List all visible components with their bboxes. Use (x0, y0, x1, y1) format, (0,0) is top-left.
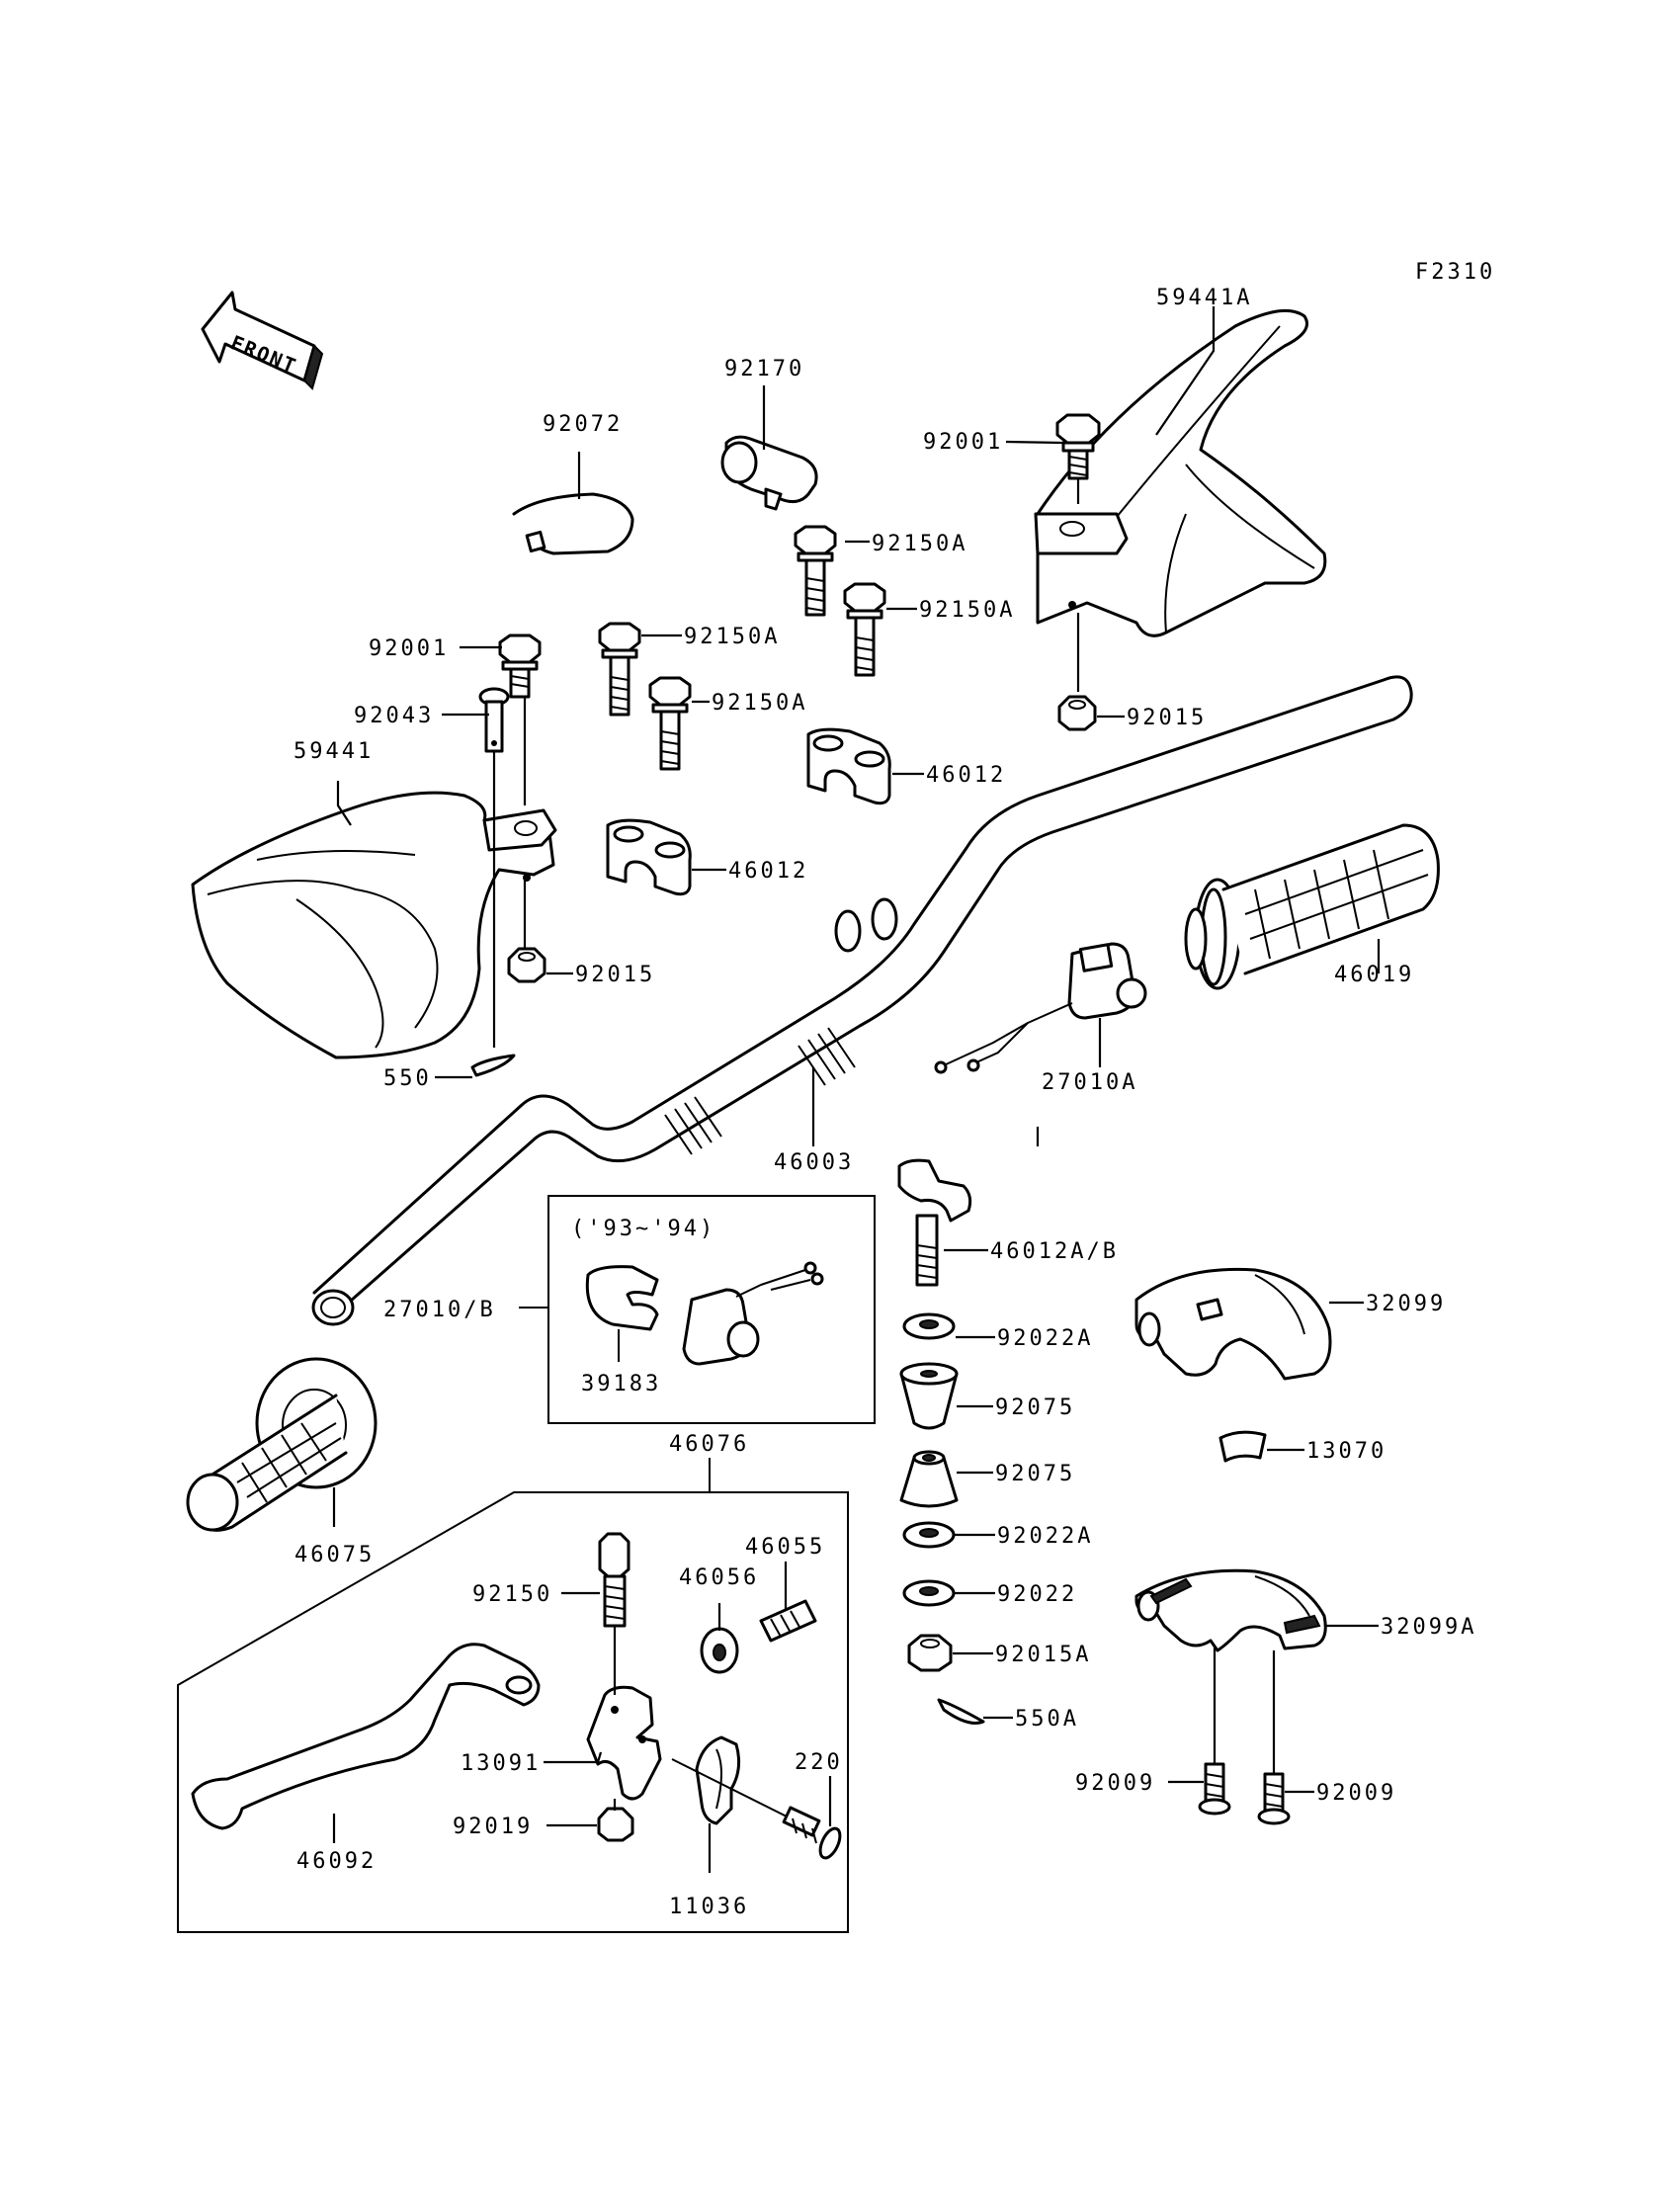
handlebar-46003 (311, 675, 1413, 1326)
bolt-92009-1 (1198, 1762, 1231, 1816)
nut-92015-top (1057, 695, 1097, 731)
bolt-92001-left (498, 634, 542, 699)
label-46075: 46075 (294, 1543, 375, 1567)
clamp-32099 (1134, 1267, 1332, 1381)
label-46076: 46076 (669, 1432, 749, 1457)
label-92001-top: 92001 (923, 430, 1003, 455)
grip-right-46019 (1184, 823, 1440, 990)
label-92170: 92170 (724, 357, 804, 381)
bolt-92150a-3 (598, 622, 641, 717)
label-92019: 92019 (453, 1815, 533, 1839)
bolt-92150a-1 (794, 525, 837, 617)
pin-92043 (478, 687, 510, 753)
label-550a: 550A (1015, 1707, 1079, 1732)
label-13070: 13070 (1306, 1439, 1386, 1464)
label-92001-left: 92001 (369, 636, 449, 661)
label-92015a: 92015A (995, 1643, 1091, 1667)
inset-label: ('93~'94) (571, 1217, 715, 1241)
washer-92022a-1 (902, 1312, 956, 1340)
lever-assembly-box-46076 (177, 1458, 849, 1933)
label-92043: 92043 (354, 704, 434, 728)
bolt-92150a-4 (648, 676, 692, 771)
label-92015-top: 92015 (1127, 706, 1207, 730)
label-46055: 46055 (745, 1535, 825, 1560)
part-labels: 59441A 92170 92072 92001 92150A 92150A 9… (294, 286, 1476, 1919)
label-11036: 11036 (669, 1895, 749, 1919)
label-46092: 46092 (296, 1849, 377, 1874)
label-46012ab: 46012A/B (990, 1239, 1119, 1264)
label-92075-2: 92075 (995, 1462, 1075, 1486)
nut-92015a (907, 1634, 953, 1672)
label-46012-upper: 46012 (926, 763, 1006, 788)
band-92072 (512, 492, 634, 555)
label-59441: 59441 (294, 739, 374, 764)
label-92009-2: 92009 (1316, 1781, 1396, 1806)
hand-guard-left-59441 (191, 791, 557, 1059)
holder-46012-lower (606, 818, 692, 896)
label-92015-left: 92015 (575, 963, 655, 987)
damper-92075-1 (899, 1362, 959, 1430)
label-32099a: 32099A (1381, 1615, 1476, 1640)
label-92150a-3: 92150A (684, 625, 780, 649)
bolt-92001-top (1055, 413, 1101, 480)
label-92150: 92150 (472, 1582, 552, 1607)
label-92022a-2: 92022A (997, 1524, 1093, 1549)
label-92075-1: 92075 (995, 1395, 1075, 1420)
leader-lines (332, 306, 1381, 1873)
clamp-32099a (1134, 1568, 1327, 1652)
label-92150a-4: 92150A (712, 691, 807, 716)
holder-46012ab (897, 1158, 972, 1287)
label-46056: 46056 (679, 1565, 759, 1590)
part-13070 (1218, 1430, 1267, 1463)
cotter-pin-550a (937, 1698, 985, 1725)
label-27010a: 27010A (1042, 1070, 1137, 1095)
label-92150a-2: 92150A (919, 598, 1015, 623)
washer-92022a-2 (902, 1521, 956, 1549)
label-32099: 32099 (1366, 1292, 1446, 1316)
bolt-92009-2 (1257, 1772, 1291, 1825)
damper-92075-2 (899, 1450, 959, 1508)
label-92009-1: 92009 (1075, 1771, 1155, 1796)
label-46003: 46003 (774, 1150, 854, 1175)
switch-27010a (934, 942, 1147, 1074)
holder-46012-upper (806, 727, 891, 805)
front-arrow-icon: FRONT (201, 291, 324, 390)
label-92072: 92072 (543, 412, 623, 437)
clamp-92170 (720, 435, 818, 511)
bolt-92150a-2 (843, 582, 886, 677)
inset-box-27010b: ('93~'94) (519, 1195, 876, 1424)
label-220: 220 (795, 1750, 843, 1775)
label-39183: 39183 (581, 1372, 661, 1396)
washer-92022 (902, 1579, 956, 1607)
label-46019: 46019 (1334, 963, 1414, 987)
label-27010b: 27010/B (383, 1298, 496, 1322)
label-92150a-1: 92150A (872, 532, 967, 556)
label-550: 550 (383, 1066, 432, 1091)
nut-92015-left (507, 947, 546, 983)
cotter-pin-550 (470, 1054, 516, 1077)
grip-left-46075 (186, 1357, 378, 1532)
label-59441a: 59441A (1156, 286, 1252, 310)
label-46012-lower: 46012 (728, 859, 808, 884)
figure-code: F2310 (1415, 260, 1495, 285)
label-92022: 92022 (997, 1582, 1077, 1607)
label-92022a-1: 92022A (997, 1326, 1093, 1351)
label-13091: 13091 (461, 1751, 541, 1776)
hand-guard-right-59441a (1034, 308, 1327, 637)
